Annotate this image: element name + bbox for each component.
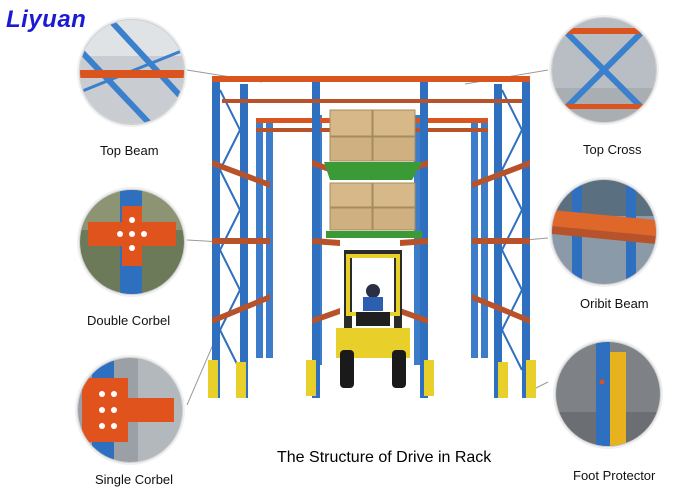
top-cross-callout	[552, 18, 656, 122]
foot-protector-label: Foot Protector	[573, 468, 656, 483]
oribit-beam-label: Oribit Beam	[580, 296, 649, 311]
center-uprights	[306, 78, 434, 398]
top-beam-label: Top Beam	[100, 143, 159, 158]
top-beam-callout	[80, 20, 184, 124]
pallets	[324, 162, 422, 238]
diagram-caption: The Structure of Drive in Rack	[277, 449, 492, 466]
double-corbel-callout	[80, 190, 184, 294]
foot-protector-callout	[556, 342, 660, 446]
top-beams	[212, 76, 530, 103]
single-corbel-callout	[78, 358, 182, 462]
brand-logo-text: Liyuan	[6, 6, 87, 33]
double-corbel-label: Double Corbel	[87, 313, 171, 328]
top-cross-label: Top Cross	[583, 142, 642, 157]
oribit-beam-callout	[552, 180, 656, 284]
single-corbel-label: Single Corbel	[95, 472, 174, 487]
forklift	[336, 250, 410, 388]
stored-cartons	[329, 109, 416, 231]
